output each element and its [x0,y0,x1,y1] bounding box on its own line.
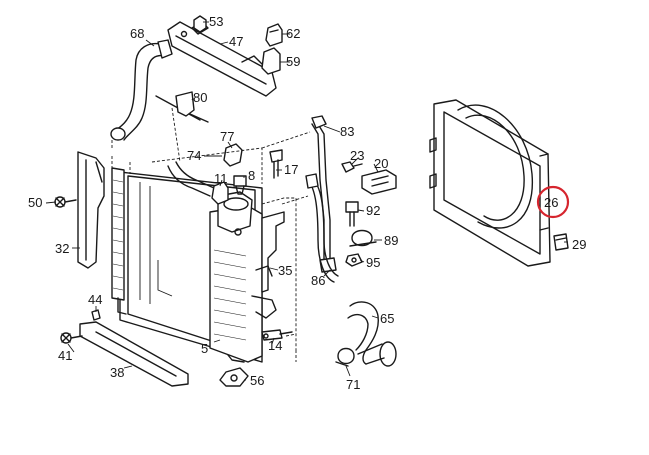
callout-17: 17 [284,162,298,177]
assembly-lines [111,107,311,362]
callout-89: 89 [384,233,398,248]
callout-59: 59 [286,54,300,69]
part-8 [233,175,247,195]
callout-20: 20 [374,156,388,171]
bolt-14 [261,329,293,341]
pipe-86 [305,173,339,283]
callout-38: 38 [110,365,124,380]
callout-92: 92 [366,203,380,218]
part-11 [211,181,229,205]
callout-74: 74 [187,148,201,163]
callout-labels: 53 47 62 59 68 80 77 83 74 17 23 20 26 1… [28,14,586,392]
callout-47: 47 [229,34,243,49]
connector-20 [361,169,397,195]
callout-83: 83 [340,124,354,139]
screw-50 [54,196,77,208]
callout-50: 50 [28,195,42,210]
part-77 [223,143,243,167]
clip-53 [193,15,207,33]
callout-53: 53 [209,14,223,29]
callout-71: 71 [346,377,360,392]
expansion-tank [209,191,263,363]
callout-35: 35 [278,263,292,278]
callout-44: 44 [88,292,102,307]
callout-32: 32 [55,241,69,256]
callout-62: 62 [286,26,300,41]
part-56 [219,367,249,387]
callout-8: 8 [248,168,255,183]
bracket-35 [251,211,285,319]
callout-41: 41 [58,348,72,363]
callout-86: 86 [311,273,325,288]
part-23 [341,161,363,173]
top-bracket [167,21,277,97]
left-deflector [77,151,105,269]
callout-23: 23 [350,148,364,163]
callout-5: 5 [201,341,208,356]
fan-shroud [429,99,551,267]
lower-hose [347,301,397,367]
clamp-71 [335,347,355,367]
callout-80: 80 [193,90,207,105]
leader-lines [45,21,568,381]
callout-26: 26 [544,195,558,210]
nut-95 [345,253,363,267]
callout-56: 56 [250,373,264,388]
callout-95: 95 [366,255,380,270]
highlight-circle-26[interactable] [536,185,570,219]
callout-29: 29 [572,237,586,252]
upper-hose [110,39,173,141]
hose-74 [167,161,215,197]
mount-59 [261,47,281,75]
callout-68: 68 [130,26,144,41]
clamp-89 [349,229,377,247]
callout-11: 11 [214,171,228,186]
hose-bracket [155,91,209,123]
sensor-17 [269,149,283,179]
callout-14: 14 [268,338,282,353]
clip-29 [553,233,569,251]
bolt-92 [345,201,359,227]
screw-41 [60,332,83,344]
mount-62 [265,23,283,47]
callout-77: 77 [220,129,234,144]
callout-65: 65 [380,311,394,326]
